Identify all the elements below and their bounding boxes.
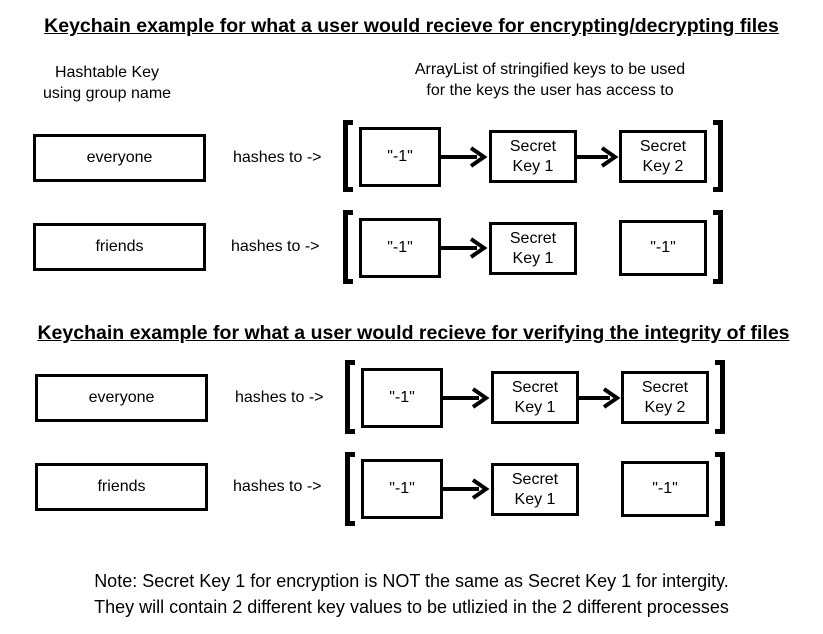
- arrow-icon: [443, 387, 490, 409]
- title-encrypt: Keychain example for what a user would r…: [44, 15, 779, 37]
- group-box-friends: friends: [33, 223, 206, 271]
- list-bracket-left: [343, 120, 353, 192]
- key-cell: "-1": [359, 127, 441, 187]
- arrow-icon: [579, 387, 621, 409]
- arrow-icon: [441, 237, 488, 259]
- key-cell: Secret Key 1: [489, 130, 577, 183]
- header-arraylist-line1: ArrayList of stringified keys to be used: [414, 61, 686, 78]
- key-cell: "-1": [361, 459, 443, 519]
- arrow-icon: [443, 478, 490, 500]
- header-hashtable-key-line2: using group name: [42, 85, 172, 102]
- key-cell: Secret Key 1: [491, 371, 579, 424]
- header-hashtable-key: Hashtable Key using group name: [22, 62, 192, 104]
- title-verify: Keychain example for what a user would r…: [37, 322, 790, 344]
- list-bracket-right: [715, 452, 725, 526]
- list-bracket-right: [713, 210, 723, 284]
- note-line2: They will contain 2 different key values…: [94, 597, 729, 617]
- header-arraylist: ArrayList of stringified keys to be used…: [380, 59, 720, 101]
- key-cell: "-1": [621, 461, 709, 517]
- hashes-to-label: hashes to ->: [231, 238, 320, 255]
- arrow-icon: [441, 146, 488, 168]
- note-line1: Note: Secret Key 1 for encryption is NOT…: [94, 571, 729, 591]
- list-bracket-right: [713, 120, 723, 192]
- arrow-icon: [577, 146, 619, 168]
- header-arraylist-line2: for the keys the user has access to: [426, 82, 674, 99]
- list-bracket-left: [345, 360, 355, 434]
- list-bracket-left: [343, 210, 353, 284]
- group-box-everyone: everyone: [33, 134, 206, 182]
- hashes-to-label: hashes to ->: [233, 478, 322, 495]
- key-cell: Secret Key 1: [491, 463, 579, 516]
- group-box-friends: friends: [35, 463, 208, 511]
- key-cell: Secret Key 2: [619, 130, 707, 183]
- hashes-to-label: hashes to ->: [235, 389, 324, 406]
- list-bracket-right: [715, 360, 725, 434]
- header-hashtable-key-line1: Hashtable Key: [54, 64, 160, 81]
- key-cell: Secret Key 1: [489, 222, 577, 275]
- key-cell: "-1": [359, 218, 441, 278]
- group-box-everyone: everyone: [35, 374, 208, 422]
- key-cell: Secret Key 2: [621, 371, 709, 424]
- key-cell: "-1": [619, 220, 707, 276]
- key-cell: "-1": [361, 368, 443, 428]
- hashes-to-label: hashes to ->: [233, 149, 322, 166]
- list-bracket-left: [345, 452, 355, 526]
